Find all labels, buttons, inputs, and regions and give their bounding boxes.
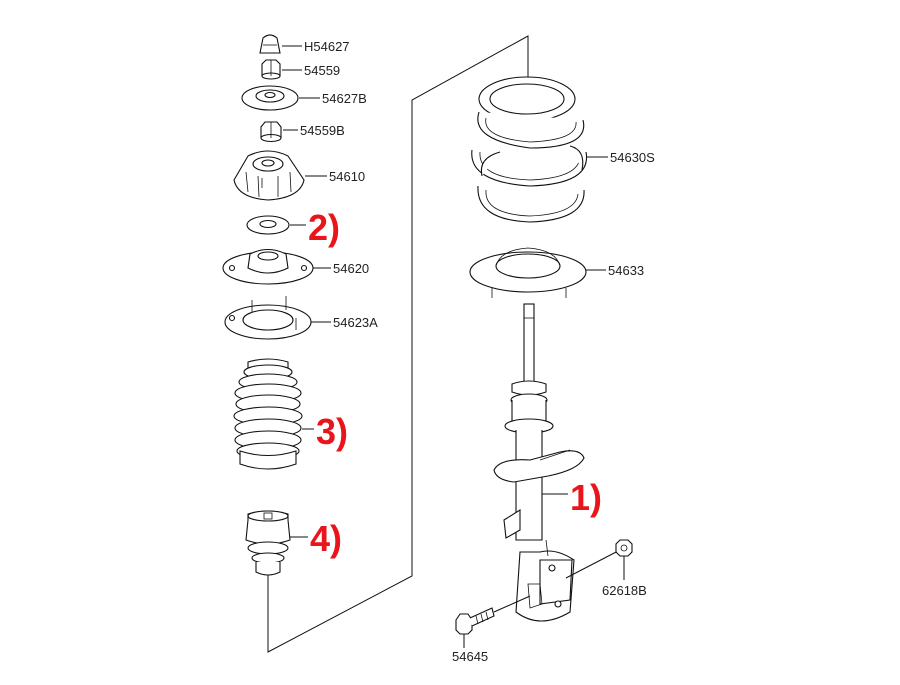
callout-4: 4) bbox=[310, 518, 342, 559]
bump-stopper-part bbox=[245, 510, 291, 576]
callout-2: 2) bbox=[308, 207, 340, 248]
part-label-54645: 54645 bbox=[452, 649, 488, 664]
part-label-54627B: 54627B bbox=[322, 91, 367, 106]
assembly-frame-line bbox=[267, 35, 529, 653]
dust-boot-part bbox=[233, 358, 303, 470]
knuckle-nut-part bbox=[615, 539, 633, 557]
lower-nut-part bbox=[260, 121, 282, 143]
coil-spring-part bbox=[471, 76, 588, 223]
upper-spring-seat-part bbox=[224, 296, 312, 340]
strut-assembly-part bbox=[493, 303, 585, 622]
part-label-54610: 54610 bbox=[329, 169, 365, 184]
callout-2-washer-part bbox=[246, 215, 290, 235]
part-label-54630S: 54630S bbox=[610, 150, 655, 165]
bump-cap-part bbox=[259, 34, 281, 54]
part-label-62618B: 62618B bbox=[602, 583, 647, 598]
callout-3: 3) bbox=[316, 411, 348, 452]
part-label-54559B: 54559B bbox=[300, 123, 345, 138]
strut-insulator-part bbox=[233, 150, 305, 201]
part-label-H54627: H54627 bbox=[304, 39, 350, 54]
top-nut-part bbox=[261, 59, 281, 80]
bolt-part bbox=[455, 607, 495, 635]
lower-spring-pad-part bbox=[469, 247, 587, 298]
top-washer-part bbox=[241, 85, 299, 111]
part-label-54633: 54633 bbox=[608, 263, 644, 278]
callout-1: 1) bbox=[570, 477, 602, 518]
part-label-54620: 54620 bbox=[333, 261, 369, 276]
part-label-54623A: 54623A bbox=[333, 315, 378, 330]
part-label-54559: 54559 bbox=[304, 63, 340, 78]
strut-bearing-part bbox=[222, 248, 314, 285]
